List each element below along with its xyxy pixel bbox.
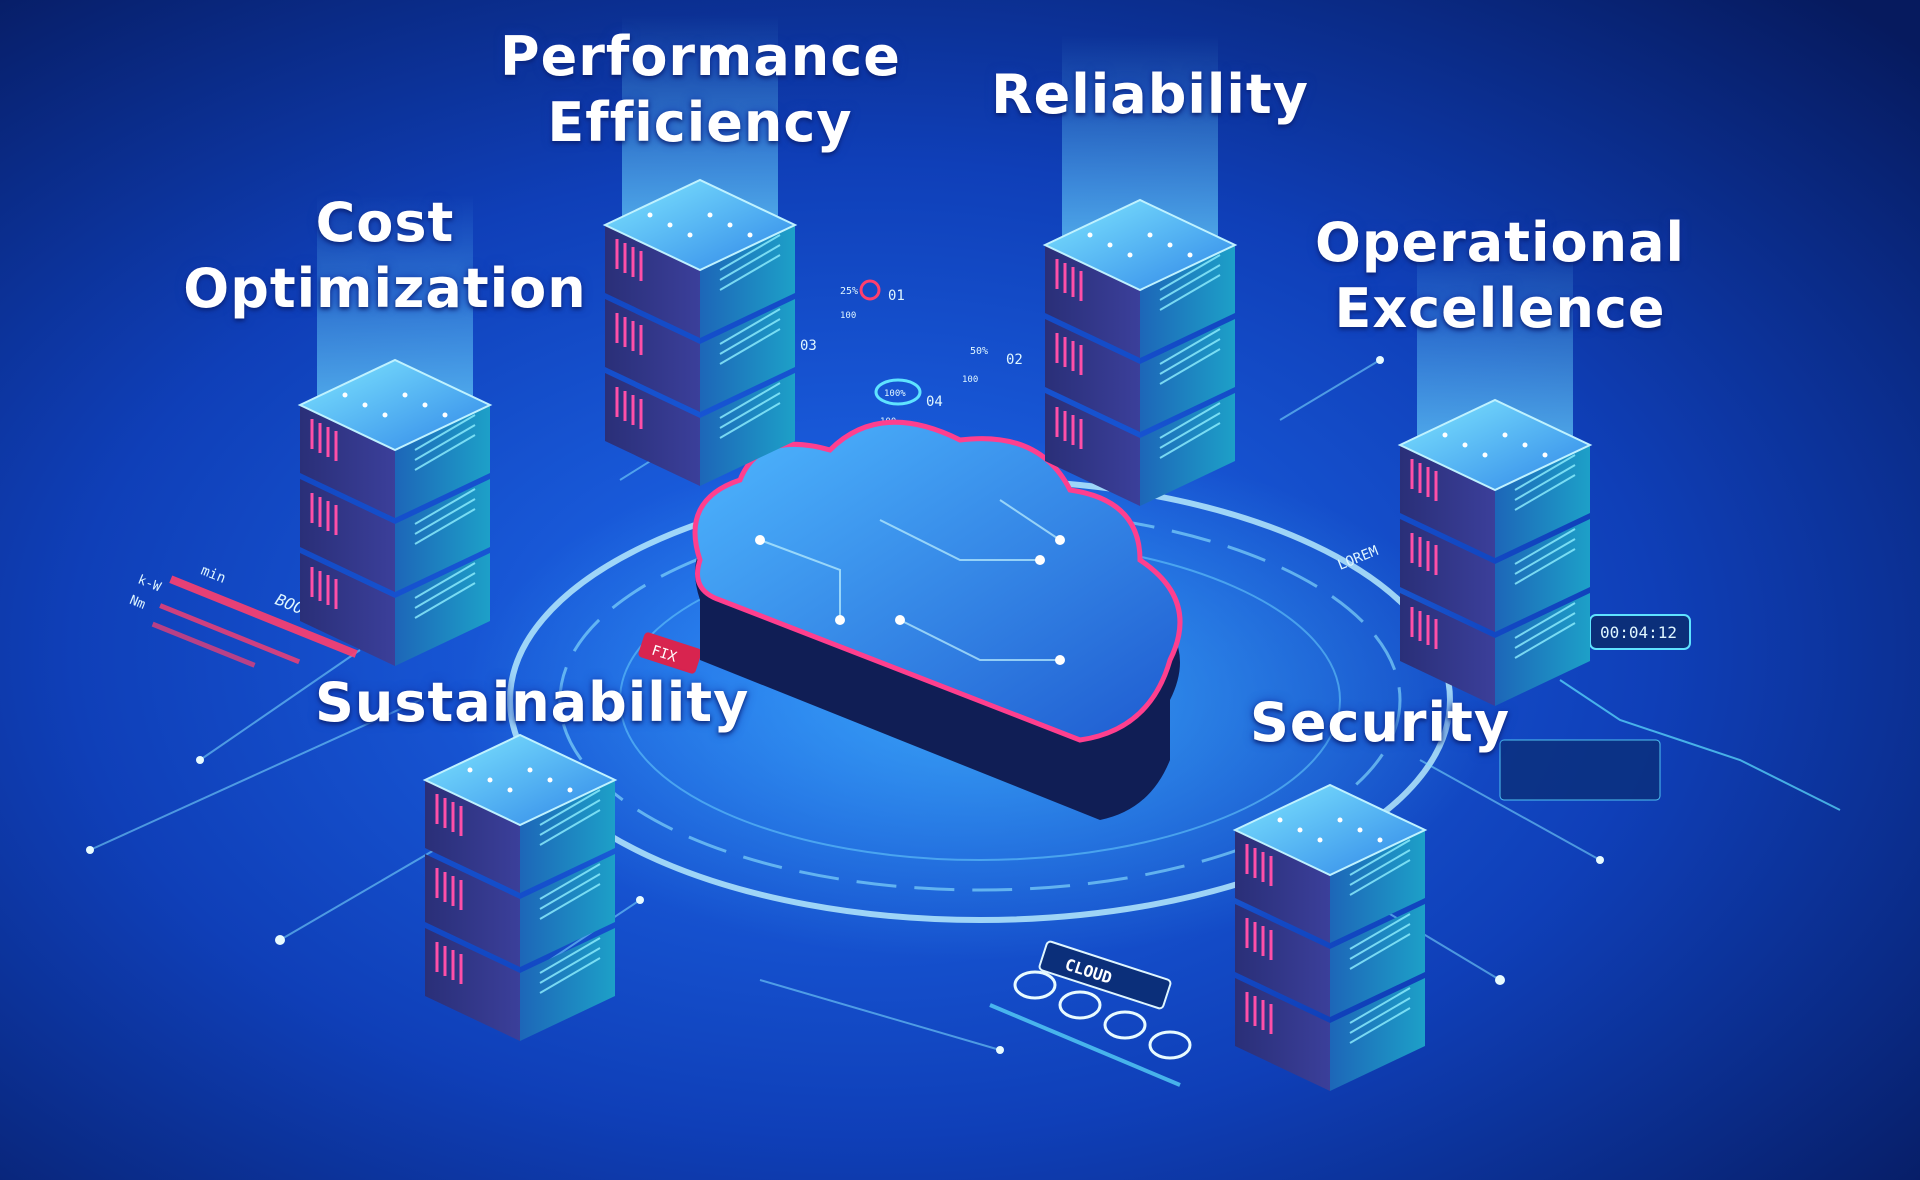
performance-line-2: Efficiency (547, 91, 853, 154)
hud-val-100a: 100 (840, 311, 856, 321)
server-stack-sustainability (422, 733, 618, 1041)
pillar-label-performance-efficiency: Performance Efficiency (500, 24, 900, 156)
hud-step-03: 03 (800, 338, 817, 354)
cost-line-1: Cost (315, 191, 455, 254)
glow-dots (86, 356, 1604, 1054)
timer-text: 00:04:12 (1600, 623, 1677, 642)
fix-text: FIX (649, 643, 679, 666)
hud-pct-50: 50% (970, 346, 988, 357)
operational-line-1: Operational (1314, 211, 1686, 274)
pillar-label-operational-excellence: Operational Excellence (1300, 210, 1700, 342)
hud-step-02: 02 (1006, 352, 1023, 368)
server-stack-reliability (1042, 35, 1238, 506)
sustainability-line-1: Sustainability (315, 671, 750, 734)
server-stack-operational (1397, 235, 1593, 706)
pillar-label-cost-optimization: Cost Optimization (180, 190, 590, 322)
server-stack-security (1232, 783, 1428, 1091)
hud-step-04: 04 (926, 394, 943, 410)
security-line-1: Security (1249, 691, 1511, 754)
pillar-label-security: Security (1240, 690, 1520, 756)
operational-line-2: Excellence (1334, 277, 1666, 340)
server-stack-cost (297, 195, 493, 666)
hud-pct-100: 100% (884, 389, 906, 399)
reliability-line-1: Reliability (991, 63, 1309, 126)
hud-nm-text: Nm (127, 593, 147, 613)
hud-val-100c: 100 (962, 375, 978, 385)
pillar-label-reliability: Reliability (990, 62, 1310, 128)
server-stack-performance (602, 15, 798, 486)
server-stacks (297, 15, 1593, 1091)
hud-pct-25: 25% (840, 286, 858, 297)
hud-step-01: 01 (888, 288, 905, 304)
fix-badge: FIX (638, 632, 702, 674)
performance-line-1: Performance (500, 25, 901, 88)
cost-line-2: Optimization (183, 257, 587, 320)
pillar-label-sustainability: Sustainability (315, 670, 750, 736)
